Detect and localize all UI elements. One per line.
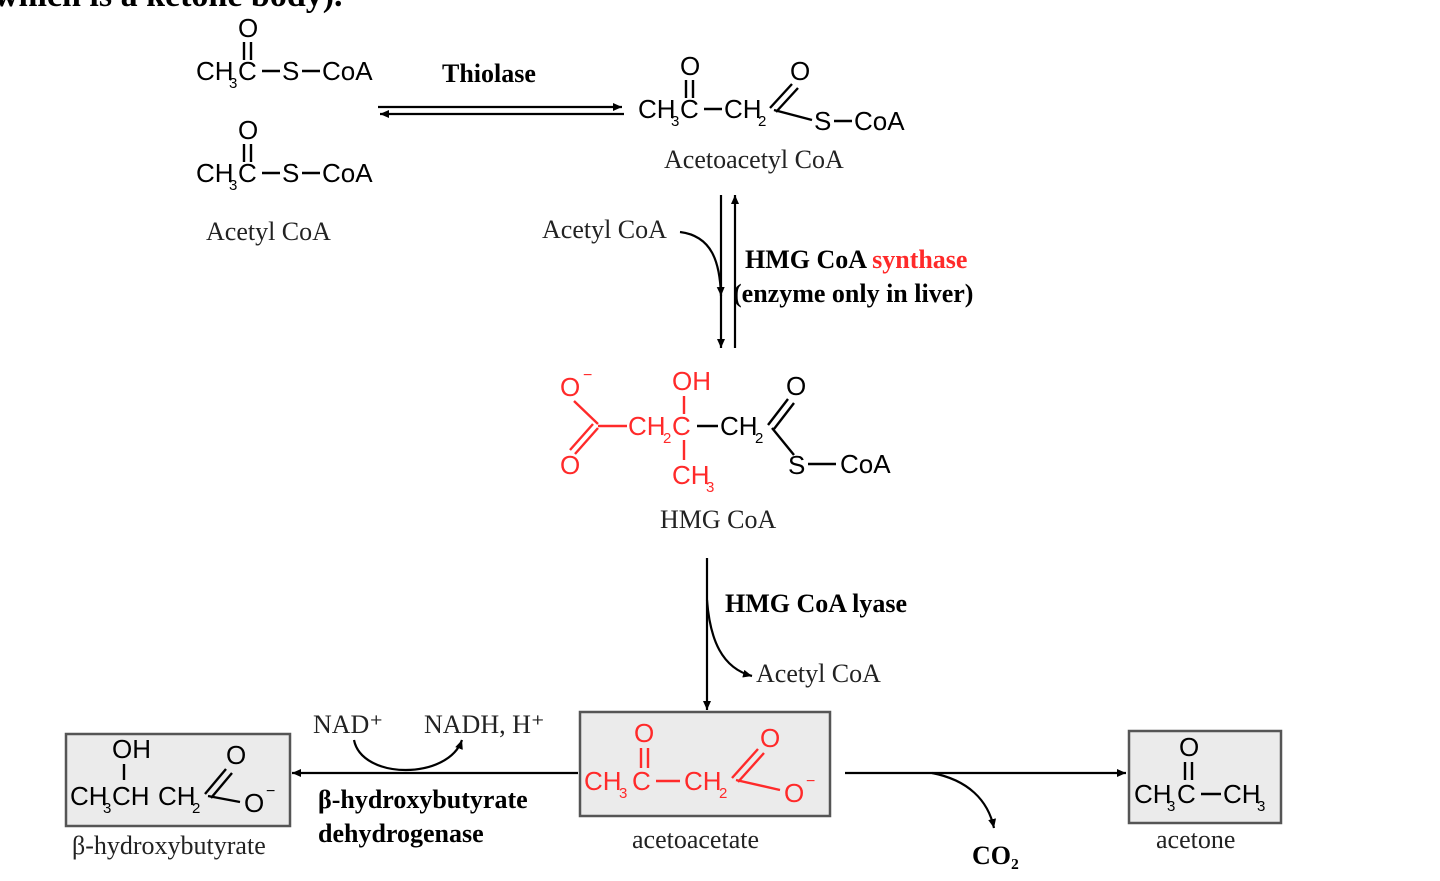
svg-text:2: 2 (192, 800, 200, 817)
svg-text:O: O (238, 13, 258, 43)
svg-text:CH: CH (628, 411, 666, 441)
svg-text:CH: CH (1223, 779, 1261, 809)
svg-text:O: O (680, 51, 700, 81)
svg-text:S: S (814, 106, 831, 136)
svg-text:3: 3 (1167, 798, 1175, 815)
svg-text:−: − (583, 367, 592, 384)
acetoacetate-structure: O CH 3 C CH 2 O O − (584, 718, 815, 808)
svg-text:CH: CH (70, 781, 108, 811)
bhb-dehydrogenase-arrows (292, 739, 578, 777)
nadh-label: NADH, H⁺ (424, 710, 545, 739)
bhb-dehydrogenase-label-1: β-hydroxybutyrate (318, 785, 528, 814)
svg-text:CH: CH (158, 781, 196, 811)
hmg-lyase-label: HMG CoA lyase (725, 589, 907, 618)
svg-text:CH: CH (672, 460, 710, 490)
hmg-synthase-arrows (679, 195, 739, 348)
svg-text:CoA: CoA (854, 106, 905, 136)
acetone-box (1127, 729, 1283, 825)
svg-text:OH: OH (672, 366, 711, 396)
svg-text:O: O (560, 450, 580, 480)
svg-text:3: 3 (103, 800, 111, 817)
svg-text:O: O (560, 372, 580, 402)
beta-hydroxybutyrate-structure: OH CH 3 CH CH 2 O O − (70, 734, 275, 818)
svg-text:O: O (790, 56, 810, 86)
svg-text:−: − (806, 773, 815, 790)
svg-text:C: C (672, 411, 691, 441)
svg-text:3: 3 (1257, 798, 1265, 815)
hmg-coa-structure: O − O CH 2 C OH CH 3 CH 2 O S CoA (560, 366, 891, 496)
svg-text:3: 3 (229, 75, 237, 92)
svg-text:CH: CH (196, 158, 234, 188)
hmg-synthase-label: HMG CoA synthase (745, 245, 967, 274)
acetyl-coa-label: Acetyl CoA (206, 217, 331, 246)
acetyl-coa-structure-1: O CH 3 C S CoA (196, 13, 373, 92)
nad-label: NAD⁺ (313, 710, 383, 739)
svg-text:O: O (760, 723, 780, 753)
svg-text:O: O (786, 371, 806, 401)
svg-text:O: O (238, 115, 258, 145)
svg-text:3: 3 (671, 113, 679, 130)
hmg-coa-label: HMG CoA (660, 505, 777, 534)
acetoacetate-label: acetoacetate (632, 825, 759, 854)
svg-text:CH: CH (196, 56, 234, 86)
svg-text:2: 2 (719, 785, 727, 802)
svg-text:CoA: CoA (322, 56, 373, 86)
svg-text:S: S (282, 56, 299, 86)
svg-text:O: O (634, 718, 654, 748)
acetoacetate-box (578, 710, 832, 818)
co2-label: CO₂ (972, 841, 1019, 870)
svg-text:OH: OH (112, 734, 151, 764)
svg-text:CoA: CoA (322, 158, 373, 188)
svg-text:CH: CH (584, 766, 622, 796)
svg-text:CoA: CoA (840, 449, 891, 479)
svg-text:S: S (788, 450, 805, 480)
svg-text:3: 3 (619, 785, 627, 802)
acetoacetyl-coa-label: Acetoacetyl CoA (664, 145, 844, 174)
acetyl-coa-output-label: Acetyl CoA (756, 659, 881, 688)
acetyl-coa-input-label: Acetyl CoA (542, 215, 667, 244)
svg-text:2: 2 (663, 430, 671, 447)
thiolase-reaction-arrows (378, 103, 624, 118)
acetone-label: acetone (1156, 825, 1235, 854)
thiolase-label: Thiolase (442, 59, 536, 88)
svg-text:CH: CH (720, 411, 758, 441)
svg-text:C: C (238, 56, 257, 86)
top-partial-text: which is a ketone body). (0, 0, 343, 14)
svg-text:O: O (226, 740, 246, 770)
svg-text:S: S (282, 158, 299, 188)
svg-text:2: 2 (758, 113, 766, 130)
decarboxylation-arrows (845, 769, 1126, 829)
acetoacetyl-coa-structure: O CH 3 C CH 2 O S CoA (638, 51, 905, 136)
hmg-lyase-arrows (703, 558, 753, 710)
svg-text:O: O (784, 778, 804, 808)
svg-text:CH: CH (638, 94, 676, 124)
svg-text:C: C (680, 94, 699, 124)
svg-text:−: − (266, 783, 275, 800)
acetone-structure: O CH 3 C CH 3 (1134, 732, 1265, 815)
svg-text:3: 3 (706, 479, 714, 496)
acetyl-coa-structure-2: O CH 3 C S CoA (196, 115, 373, 194)
svg-text:O: O (244, 788, 264, 818)
svg-text:CH: CH (112, 781, 150, 811)
beta-hydroxybutyrate-label: β-hydroxybutyrate (72, 831, 266, 860)
svg-text:C: C (1177, 779, 1196, 809)
svg-text:CH: CH (1134, 779, 1172, 809)
svg-text:CH: CH (724, 94, 762, 124)
bhb-dehydrogenase-label-2: dehydrogenase (318, 819, 484, 848)
svg-text:2: 2 (755, 430, 763, 447)
svg-text:CH: CH (684, 766, 722, 796)
svg-text:O: O (1179, 732, 1199, 762)
beta-hydroxybutyrate-box (64, 732, 292, 828)
liver-only-note: (enzyme only in liver) (733, 279, 973, 308)
svg-text:C: C (632, 766, 651, 796)
svg-text:C: C (238, 158, 257, 188)
svg-text:3: 3 (229, 177, 237, 194)
